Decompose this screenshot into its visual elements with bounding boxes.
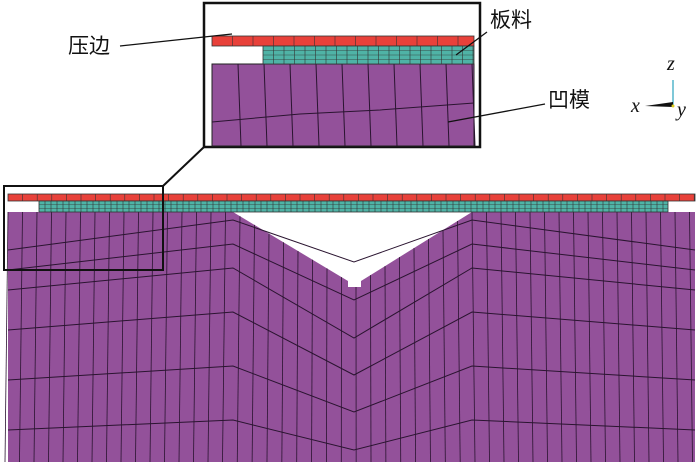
x-axis-icon <box>645 102 673 107</box>
die-mesh-line <box>399 257 402 462</box>
die-mesh-line <box>7 311 696 376</box>
die-mesh-line <box>193 211 197 462</box>
y-axis-label: y <box>677 99 686 121</box>
die-mesh-line <box>573 211 577 462</box>
die-leader <box>447 103 546 123</box>
die-mesh-line <box>384 266 387 462</box>
zoom-connector-line <box>162 146 205 187</box>
die-mesh-line <box>7 243 696 301</box>
die-label: 凹模 <box>548 88 590 112</box>
die-mesh-line <box>207 211 212 462</box>
die-mesh-line <box>281 242 284 462</box>
die-mesh-line <box>689 211 693 462</box>
die-mesh-line <box>120 211 125 462</box>
die-mesh-line <box>19 211 23 462</box>
x-axis-label: x <box>631 95 640 117</box>
die-mesh-line <box>251 224 255 462</box>
die-mesh-line <box>135 211 139 462</box>
die-mesh-line <box>428 239 431 462</box>
die-mesh-line <box>164 211 168 462</box>
sheet-leader <box>455 31 488 56</box>
die-mesh-line <box>370 275 372 462</box>
inset-die-mesh-line <box>315 63 320 147</box>
die-mesh-line <box>500 211 505 462</box>
die-mesh-line <box>266 233 270 462</box>
zoom-region-box <box>3 185 164 271</box>
die-mesh-line <box>77 211 81 462</box>
die-mesh-line <box>296 250 299 462</box>
inset-die-mesh-line <box>211 102 475 123</box>
die-mesh-line <box>442 230 446 462</box>
z-axis-label: z <box>667 53 675 75</box>
die-mesh-line <box>7 219 696 263</box>
die-mesh-line <box>178 211 183 462</box>
die-mesh-line <box>544 211 548 462</box>
die-mesh-line <box>616 211 621 462</box>
die-mesh-line <box>645 211 650 462</box>
inset-die-mesh-line <box>237 63 242 147</box>
die-mesh-line <box>48 211 52 462</box>
inset-die-mesh-line <box>419 63 424 147</box>
die-mesh-line <box>529 211 534 462</box>
die-mesh-line <box>515 211 519 462</box>
die-mesh-line <box>106 211 110 462</box>
inset-die-mesh-line <box>471 63 476 147</box>
die-mesh-line <box>631 211 635 462</box>
blank-holder-label: 压边 <box>68 34 110 58</box>
die-mesh-line <box>413 248 416 462</box>
sheet-label: 板料 <box>490 8 532 32</box>
y-axis-icon <box>671 104 675 108</box>
die-mesh-line <box>91 211 96 462</box>
die-mesh-line <box>7 419 696 451</box>
inset-die-mesh-line <box>393 63 398 147</box>
die-mesh-line <box>311 259 313 462</box>
die-mesh-line <box>660 211 664 462</box>
die-mesh-line <box>7 267 696 339</box>
die-mesh-line <box>326 268 328 462</box>
blank-holder-leader <box>119 33 233 47</box>
die-mesh-line <box>7 365 696 413</box>
inset-die-mesh-line <box>263 63 268 147</box>
die-mesh-line <box>4 211 9 462</box>
die-mesh-line <box>457 221 461 462</box>
inset-die-mesh-line <box>289 63 294 147</box>
die-mesh-line <box>558 211 563 462</box>
inset-die-mesh-line <box>367 63 372 147</box>
die-mesh-line <box>587 211 592 462</box>
inset-die-mesh-line <box>341 63 346 147</box>
die-mesh-line <box>602 211 606 462</box>
inset-blank-holder <box>211 35 475 47</box>
die-mesh-line <box>62 211 67 462</box>
sheet-strip <box>38 200 669 213</box>
die-mesh-line <box>33 211 38 462</box>
die-mesh-line <box>674 211 679 462</box>
